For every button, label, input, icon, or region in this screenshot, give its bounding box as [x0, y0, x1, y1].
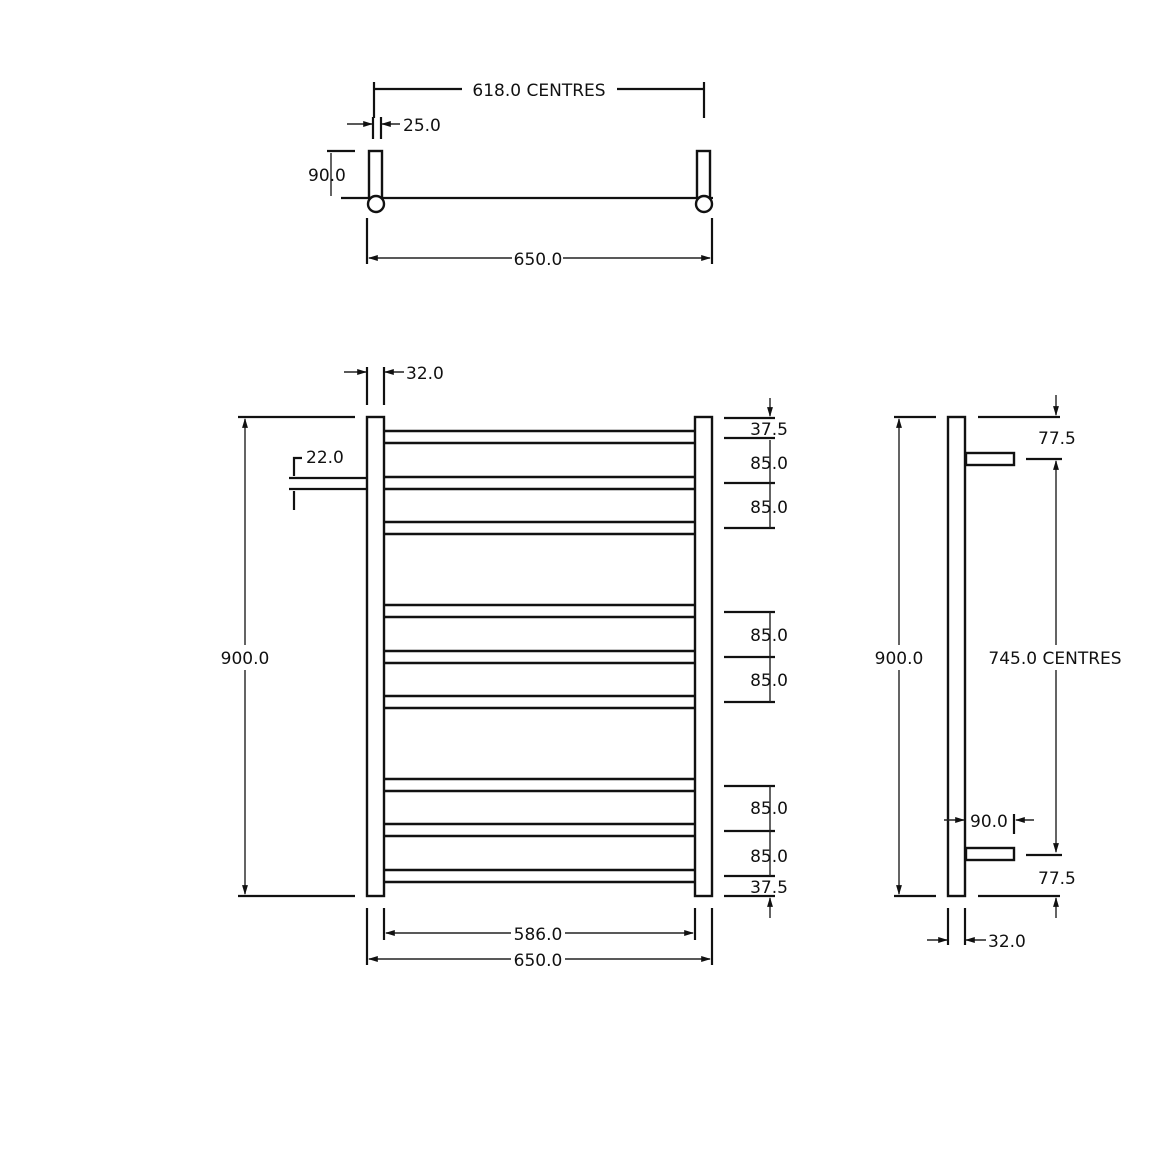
side-overall-height-label: 900.0: [875, 649, 924, 669]
side-bottom-offset-label: 77.5: [1038, 869, 1076, 889]
top-overall-width-label: 650.0: [514, 250, 563, 270]
front-rail-diameter-label: 22.0: [306, 448, 344, 468]
front-overall-width-label: 650.0: [514, 951, 563, 971]
front-inner-width-label: 586.0: [514, 925, 563, 945]
rail-spacing-dimensions: 37.5 85.0 85.0 85.0 85.0 85.0 85.0 37.5: [724, 398, 788, 918]
spacing-label: 85.0: [750, 799, 788, 819]
top-bracket-width-label: 25.0: [403, 116, 441, 136]
spacing-label: 85.0: [750, 498, 788, 518]
top-view: 618.0 CENTRES 25.0 90.0 650.0: [308, 81, 714, 270]
side-upright: [946, 415, 967, 898]
front-upright-width-label: 32.0: [406, 364, 444, 384]
side-upright-width-label: 32.0: [988, 932, 1026, 952]
top-projection-label: 90.0: [308, 166, 346, 186]
side-projection-label: 90.0: [970, 812, 1008, 832]
front-view: 32.0 900.0 22.0: [221, 364, 788, 971]
spacing-label: 85.0: [750, 454, 788, 474]
right-upright-section: [694, 194, 714, 214]
left-bracket: [367, 149, 384, 200]
spacing-label: 85.0: [750, 626, 788, 646]
right-upright: [693, 415, 714, 898]
side-top-offset-label: 77.5: [1038, 429, 1076, 449]
side-view: 900.0 77.5 745.0 CENTRES 90.0 77.5 32.0: [875, 395, 1122, 952]
bottom-bracket: [964, 846, 1016, 862]
spacing-label: 37.5: [750, 420, 788, 440]
rails: [384, 429, 695, 884]
front-overall-height-label: 900.0: [221, 649, 270, 669]
top-bracket: [964, 451, 1016, 467]
right-bracket: [695, 149, 712, 200]
left-upright-section: [366, 194, 386, 214]
side-centres-label: 745.0 CENTRES: [988, 649, 1121, 669]
spacing-label: 85.0: [750, 847, 788, 867]
spacing-label: 85.0: [750, 671, 788, 691]
left-upright: [365, 415, 386, 898]
top-centres-label: 618.0 CENTRES: [472, 81, 605, 101]
spacing-label: 37.5: [750, 878, 788, 898]
